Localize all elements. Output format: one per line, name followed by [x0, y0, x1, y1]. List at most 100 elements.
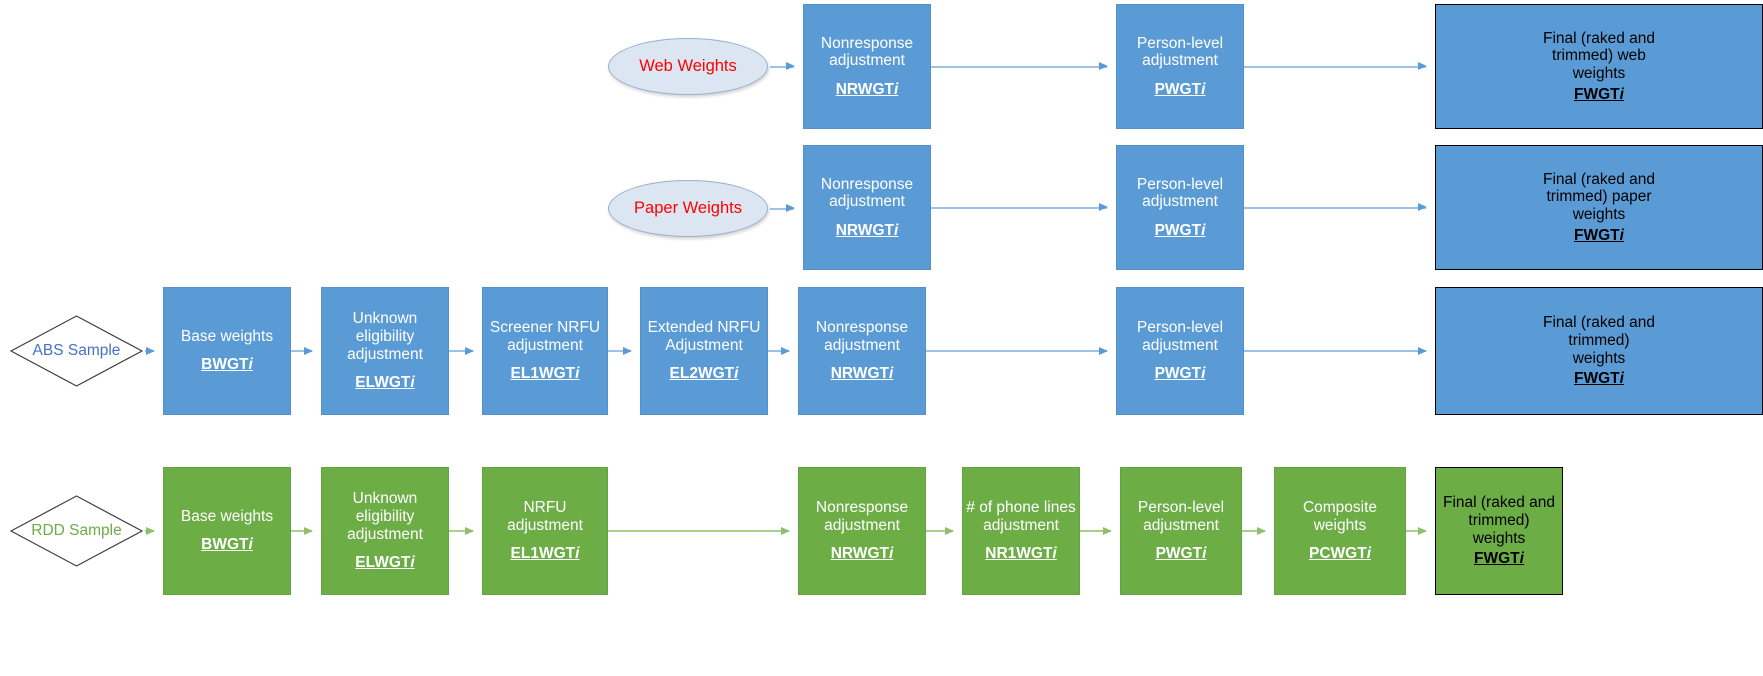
arrow-connector-abs-0: [291, 346, 313, 355]
arrow-head-icon: [146, 346, 155, 355]
weight-variable-name: FWGT: [1574, 370, 1620, 388]
process-box-title: Unknown eligibility adjustment: [347, 310, 423, 363]
weight-variable-name: PCWGT: [1309, 545, 1367, 563]
arrow-line: [291, 530, 312, 532]
weight-variable-subscript: i: [1201, 365, 1206, 383]
arrow-connector-abs-start: [145, 346, 155, 355]
process-box-title: Person-level adjustment: [1136, 34, 1224, 70]
process-box-title: Person-level adjustment: [1136, 175, 1224, 211]
arrow-connector-abs-3: [768, 346, 790, 355]
process-box-title: Composite weights: [1302, 499, 1378, 534]
weight-variable-code: NRWGTi: [836, 222, 899, 240]
arrow-head-icon: [623, 346, 632, 355]
weight-variable-name: EL1WGT: [510, 545, 576, 563]
arrow-head-icon: [1099, 203, 1108, 211]
arrow-head-icon: [1103, 526, 1112, 535]
process-box-title: Unknown eligibility adjustment: [347, 490, 423, 543]
arrow-head-icon: [1418, 62, 1427, 70]
arrow-line: [1244, 350, 1426, 352]
arrow-head-icon: [304, 346, 313, 355]
weight-variable-code: EL1WGTi: [511, 365, 580, 383]
arrow-line: [931, 206, 1107, 209]
arrow-line: [608, 350, 631, 352]
arrow-line: [449, 530, 473, 532]
weight-variable-subscript: i: [888, 365, 894, 383]
arrow-head-icon: [786, 204, 795, 212]
arrow-connector-rdd-2: [608, 526, 790, 535]
weight-variable-name: PWGT: [1155, 545, 1203, 563]
arrow-head-icon: [1257, 526, 1266, 535]
weight-variable-name: EL2WGT: [669, 365, 735, 383]
weight-variable-code: BWGTi: [201, 356, 253, 374]
weight-variable-name: FWGT: [1474, 550, 1520, 568]
arrow-head-icon: [1418, 526, 1427, 535]
weight-variable-code: FWGTi: [1574, 227, 1624, 245]
arrow-connector-rdd-5: [1242, 526, 1266, 535]
arrow-connector-rdd-4: [1080, 526, 1112, 535]
arrow-head-icon: [465, 346, 474, 355]
weight-variable-subscript: i: [734, 365, 739, 383]
arrow-head-icon: [1099, 346, 1108, 355]
arrow-head-icon: [945, 526, 954, 535]
weight-variable-code: PCWGTi: [1309, 545, 1371, 563]
arrow-connector-abs-5: [1244, 346, 1427, 355]
arrow-line: [608, 530, 789, 532]
weight-variable-name: PWGT: [1154, 365, 1202, 383]
arrow-line: [1406, 530, 1426, 532]
arrow-connector-web-0: [931, 62, 1108, 70]
arrow-line: [1080, 530, 1111, 532]
arrow-head-icon: [304, 526, 313, 535]
weight-variable-code: ELWGTi: [355, 554, 414, 572]
weight-variable-name: EL1WGT: [510, 365, 576, 383]
weight-variable-code: NRWGTi: [836, 81, 899, 99]
arrow-connector-paper-0: [931, 203, 1108, 211]
arrow-line: [770, 65, 794, 68]
weight-variable-subscript: i: [248, 356, 253, 374]
weight-variable-subscript: i: [575, 365, 580, 383]
arrow-connector-paper-1: [1244, 203, 1427, 211]
process-box-title: Nonresponse adjustment: [820, 175, 914, 211]
source-ellipse-paper: Paper Weights: [608, 180, 768, 237]
arrow-head-icon: [781, 526, 790, 535]
source-ellipse-label: Paper Weights: [634, 199, 742, 217]
arrow-head-icon: [1418, 203, 1427, 211]
weight-variable-subscript: i: [1619, 370, 1624, 388]
sample-diamond-label: RDD Sample: [31, 522, 122, 539]
arrow-connector-rdd-6: [1406, 526, 1427, 535]
process-box-title: Base weights: [180, 327, 274, 345]
arrow-line: [768, 350, 789, 352]
process-box-title: Nonresponse adjustment: [820, 34, 914, 70]
weight-variable-code: EL1WGTi: [511, 545, 580, 563]
weight-variable-subscript: i: [1519, 550, 1524, 568]
process-box-title: Base weights: [180, 507, 274, 525]
process-box-title: Nonresponse adjustment: [815, 319, 909, 354]
arrow-connector-abs-4: [926, 346, 1108, 355]
weight-variable-name: FWGT: [1574, 85, 1620, 103]
process-box-title: Final (raked and trimmed) paper weights: [1542, 170, 1655, 224]
arrow-connector-paper-start: [770, 204, 795, 212]
weight-variable-code: PWGTi: [1155, 81, 1206, 99]
weight-variable-name: BWGT: [201, 356, 249, 374]
weight-variable-code: EL2WGTi: [670, 365, 739, 383]
arrow-line: [926, 350, 1107, 352]
weight-variable-subscript: i: [1201, 221, 1206, 239]
weight-variable-code: NR1WGTi: [985, 545, 1056, 563]
weight-variable-code: NRWGTi: [831, 545, 894, 563]
arrow-connector-abs-1: [449, 346, 474, 355]
